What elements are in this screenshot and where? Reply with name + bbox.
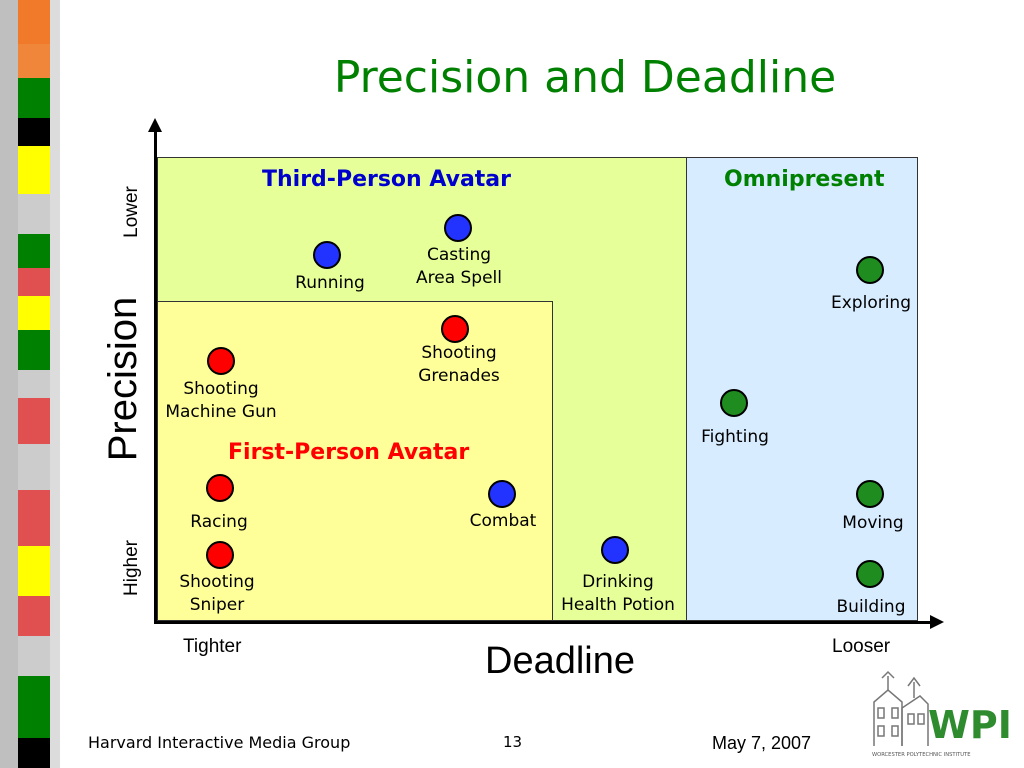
point-label-building: Building — [836, 597, 906, 617]
point-label-moving: Moving — [842, 513, 904, 533]
point-label-fighting: Fighting — [701, 427, 769, 447]
footer-date: May 7, 2007 — [712, 733, 812, 753]
wpi-logo: WPI WORCESTER POLYTECHNIC INSTITUTE — [872, 670, 1012, 758]
point-label-running: Running — [295, 273, 365, 293]
y-axis-high-label: Higher — [121, 540, 142, 596]
y-axis-title: Precision — [101, 296, 145, 462]
point-label-shooting-sniper: Shooting Sniper — [179, 572, 255, 615]
point-fighting — [720, 389, 748, 417]
slide-title: Precision and Deadline — [333, 52, 837, 103]
point-label-shooting-grenades: Shooting Grenades — [418, 343, 500, 386]
point-racing — [206, 474, 234, 502]
point-label-combat: Combat — [469, 511, 537, 531]
point-label-casting-area-spell: Casting Area Spell — [415, 245, 503, 288]
x-axis-high-label: Looser — [832, 636, 891, 657]
point-drinking-health-potion — [601, 536, 629, 564]
point-shooting-machine-gun — [207, 347, 235, 375]
point-moving — [856, 480, 884, 508]
footer-organization: Harvard Interactive Media Group — [88, 733, 351, 752]
point-shooting-grenades — [441, 315, 469, 343]
y-axis-arrow — [148, 118, 162, 132]
point-label-exploring: Exploring — [831, 293, 911, 313]
y-axis-line — [154, 130, 157, 624]
point-shooting-sniper — [206, 541, 234, 569]
point-building — [856, 560, 884, 588]
svg-text:WORCESTER POLYTECHNIC INSTITUT: WORCESTER POLYTECHNIC INSTITUTE — [872, 752, 971, 758]
point-label-drinking-health-potion: Drinking Health Potion — [561, 572, 675, 615]
zone-omnipresent — [686, 157, 918, 621]
x-axis-line — [154, 621, 932, 624]
x-axis-arrow — [930, 615, 944, 629]
y-axis-low-label: Lower — [121, 186, 142, 238]
decorative-color-strip — [0, 0, 60, 768]
point-exploring — [856, 256, 884, 284]
svg-text:WPI: WPI — [928, 703, 1012, 747]
zone-label-omnipresent: Omnipresent — [724, 167, 885, 192]
point-label-shooting-machine-gun: Shooting Machine Gun — [165, 379, 277, 422]
zone-label-first-person: First-Person Avatar — [228, 440, 470, 465]
x-axis-low-label: Tighter — [183, 636, 242, 657]
zone-label-third-person: Third-Person Avatar — [262, 167, 512, 192]
point-casting-area-spell — [444, 214, 472, 242]
point-combat — [488, 480, 516, 508]
footer-page-number: 13 — [503, 733, 523, 751]
point-label-racing: Racing — [190, 512, 248, 532]
x-axis-title: Deadline — [485, 640, 635, 682]
point-running — [313, 241, 341, 269]
